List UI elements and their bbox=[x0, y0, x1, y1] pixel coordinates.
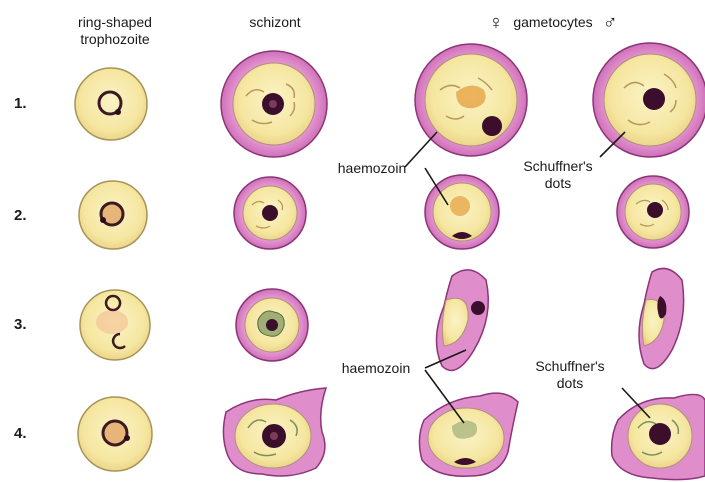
row-label-2: 2. bbox=[14, 207, 27, 224]
header-ring-line1: ring-shaped bbox=[60, 14, 170, 31]
header-gametocytes: ♀ gametocytes ♂ bbox=[478, 14, 628, 32]
label-schuffners-top-line2: dots bbox=[510, 175, 606, 192]
male-gametocyte-row1 bbox=[593, 43, 705, 157]
ring-trophozoite-row2 bbox=[79, 181, 147, 249]
nucleus bbox=[649, 423, 671, 445]
chromatin-dot bbox=[100, 217, 106, 223]
label-schuffners-bottom: Schuffner's dots bbox=[522, 358, 618, 392]
female-gametocyte-row1 bbox=[415, 44, 527, 156]
schizont-row3 bbox=[236, 289, 308, 361]
female-symbol-icon: ♀ bbox=[488, 12, 503, 34]
label-haemozoin-bottom: haemozoin bbox=[334, 360, 418, 377]
schizont-row4 bbox=[223, 388, 326, 476]
chromatin-dot bbox=[124, 435, 130, 441]
schizont-row2 bbox=[234, 177, 306, 249]
male-symbol-icon: ♂ bbox=[603, 12, 618, 34]
nucleus bbox=[266, 319, 278, 331]
schizont-row1 bbox=[221, 51, 327, 157]
ring-trophozoite-row1 bbox=[75, 68, 147, 140]
row-label-1: 1. bbox=[14, 95, 27, 112]
header-gametocytes-label: gametocytes bbox=[513, 14, 592, 30]
male-gametocyte-row4 bbox=[612, 394, 705, 479]
female-gametocyte-row3 bbox=[436, 270, 488, 371]
nucleus bbox=[647, 202, 663, 218]
ring-form bbox=[103, 421, 127, 445]
label-schuffners-top: Schuffner's dots bbox=[510, 158, 606, 192]
male-gametocyte-row3 bbox=[639, 268, 684, 368]
nucleus-spot bbox=[269, 100, 277, 108]
ring-trophozoite-row4 bbox=[78, 397, 152, 471]
pigment-blush bbox=[96, 310, 128, 334]
haemozoin-cluster bbox=[450, 196, 470, 216]
nucleus bbox=[471, 301, 485, 315]
nucleus bbox=[262, 205, 278, 221]
label-schuffners-bottom-line2: dots bbox=[522, 375, 618, 392]
header-schizont: schizont bbox=[240, 14, 310, 31]
label-schuffners-bottom-line1: Schuffner's bbox=[522, 358, 618, 375]
ring-trophozoite-row3 bbox=[80, 290, 150, 360]
female-gametocyte-row4 bbox=[419, 393, 518, 476]
nucleus bbox=[643, 88, 665, 110]
rbc bbox=[75, 68, 147, 140]
label-haemozoin-top: haemozoin bbox=[330, 160, 414, 177]
label-schuffners-top-line1: Schuffner's bbox=[510, 158, 606, 175]
header-ring-line2: trophozoite bbox=[60, 31, 170, 48]
row-label-4: 4. bbox=[14, 425, 27, 442]
nucleus bbox=[482, 116, 502, 136]
nucleus-spot bbox=[270, 432, 278, 440]
chromatin-dot bbox=[115, 109, 121, 115]
row-label-3: 3. bbox=[14, 316, 27, 333]
header-ring-trophozoite: ring-shaped trophozoite bbox=[60, 14, 170, 48]
male-gametocyte-row2 bbox=[617, 176, 689, 248]
